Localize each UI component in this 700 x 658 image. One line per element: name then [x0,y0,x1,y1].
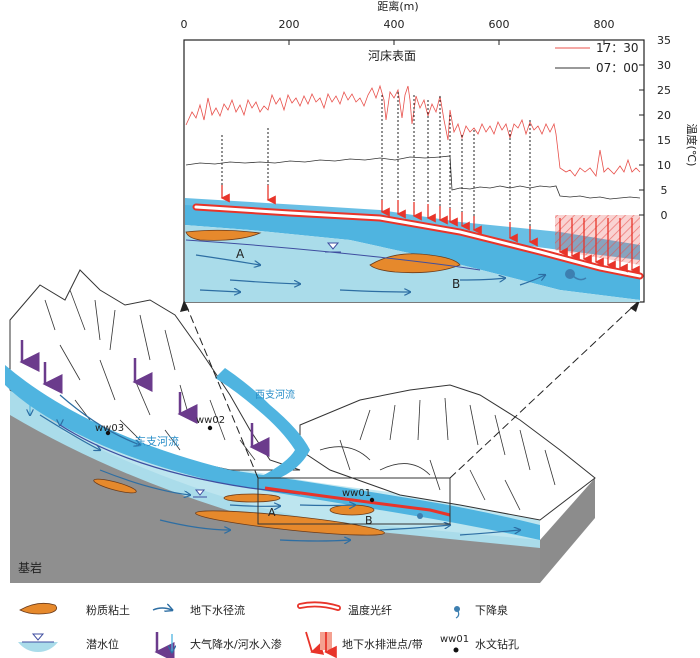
legend-spring-icon [454,606,460,619]
series-1730-line [185,84,641,178]
discharge-guides [221,92,531,230]
clay-lens [223,493,281,503]
y-tick-label: 20 [657,109,671,122]
right-hill [299,384,596,521]
bedrock-label: 基岩 [18,560,42,575]
legend-infiltration-label: 大气降水/河水入渗 [190,637,282,651]
clay-lens [195,510,385,536]
water-table [59,424,301,495]
legend-discharge-zone-icon [320,632,337,658]
legend-1730-label: 17：30 [596,41,639,55]
legend-well-marker [453,647,459,653]
y-tick-label: 30 [657,59,671,72]
x-tick-label: 0 [181,18,188,31]
block-label-b: B [365,514,373,527]
well-ww03-marker [105,430,111,436]
inset-panel-title: 河床表面 [368,49,416,63]
y-tick-label: 25 [657,84,671,97]
x-tick-label: 200 [279,18,300,31]
bedrock-front-left [10,405,540,583]
zoom-line-left [183,299,259,479]
inset-river-band [185,205,640,300]
inset-legend: 17：30 07：00 [555,41,639,75]
y-axis-title: 温度(℃) [685,124,699,167]
zoom-rectangle [257,477,451,525]
zoom-line-right [449,299,641,479]
inset-label-b: B [452,277,460,291]
legend-water-table-icon [18,633,58,652]
terrain-hatching [44,289,556,511]
legend-clay-icon [19,602,58,615]
groundwater-flow-arrows [39,394,520,541]
y-tick-label: 15 [657,134,671,147]
x-tick-label: 400 [384,18,405,31]
river-infiltration-arrows [30,400,60,425]
infiltration-arrows [19,340,270,457]
series-0700-line [185,155,641,200]
legend-fiber-label: 温度光纤 [348,603,392,617]
y-axis: 35 30 25 20 15 10 5 0 温度(℃) [639,34,699,222]
east-river-label: 东支河流 [135,434,179,448]
y-tick-label: 10 [657,159,671,172]
inset-spring [565,269,587,281]
discharge-arrows [220,185,640,275]
well-ww02-marker [207,425,213,431]
x-tick-label: 600 [489,18,510,31]
block-diagram: ww03 ww02 ww01 东支河流 西支河流 基岩 A B [5,269,641,583]
inset-water-table-symbol [325,242,341,253]
inset-label-a: A [236,247,245,261]
wells: ww03 ww02 ww01 [95,415,375,503]
well-ww03-label: ww03 [95,423,124,434]
fiber-block [264,486,451,517]
legend-well-code: ww01 [440,634,469,645]
inset-panel: 距离(m) 0 200 400 600 800 35 30 25 20 15 [181,0,699,303]
legend-flow-icon [152,608,172,610]
legend-water-table-label: 潜水位 [86,637,119,651]
legend-discharge-label: 地下水排泄点/带 [342,637,423,651]
legend-0700-label: 07：00 [596,61,639,75]
well-ww01-label: ww01 [342,488,371,499]
legend-discharge-point-icon [305,631,325,655]
x-tick-label: 800 [594,18,615,31]
legend-well-label: 水文钻孔 [475,637,519,651]
inset-flow-arrows [195,254,545,292]
west-river-label: 西支河流 [255,388,295,401]
x-axis: 距离(m) 0 200 400 600 800 [181,0,615,45]
y-tick-label: 0 [661,209,668,222]
legend-clay-label: 粉质粘土 [86,603,130,617]
spring-symbol [417,513,423,519]
fiber-cable-inner [194,205,642,278]
legend: 粉质粘土 地下水径流 温度光纤 下降泉 潜水位 大气降水/河水入渗 [18,601,519,658]
well-ww02-label: ww02 [196,415,225,426]
zoom-arrow-left [180,300,189,312]
east-river [5,365,540,540]
legend-flow-label: 地下水径流 [190,603,245,617]
well-ww01-marker [369,497,375,503]
clay-lens [93,478,137,494]
block-label-a: A [268,506,276,519]
x-axis-title: 距离(m) [377,0,418,13]
legend-spring-label: 下降泉 [475,603,508,617]
zoom-arrow-right [630,300,640,312]
y-tick-label: 5 [661,184,668,197]
west-river [215,368,310,480]
water-table-symbol [193,489,207,498]
legend-fiber-inner [298,603,340,610]
inset-clay-a [185,229,262,241]
y-tick-label: 35 [657,34,671,47]
block-right-face [540,478,595,583]
clay-lenses [93,478,385,536]
